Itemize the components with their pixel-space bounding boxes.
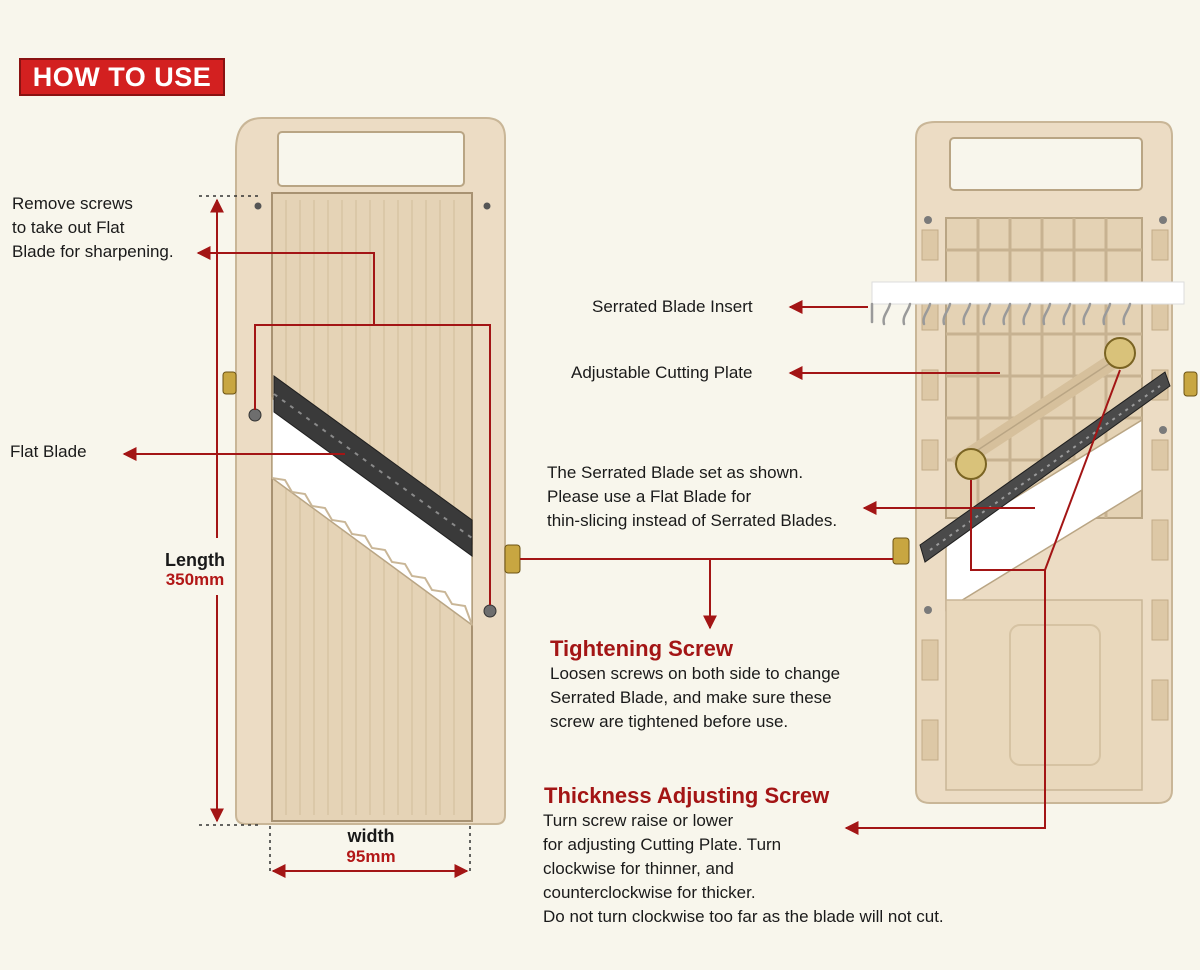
left-side-knob bbox=[222, 371, 237, 395]
right-screw-2 bbox=[1159, 216, 1167, 224]
left-tightening-knob bbox=[504, 544, 521, 574]
serrated-blade-note: The Serrated Blade set as shown. Please … bbox=[547, 461, 837, 533]
thickness-screw-text: Turn screw raise or lower for adjusting … bbox=[543, 809, 944, 929]
left-serrated-edge bbox=[271, 477, 473, 626]
serrated-note-line-3: thin-slicing instead of Serrated Blades. bbox=[547, 511, 838, 530]
width-value: 95mm bbox=[346, 847, 396, 866]
width-label: width bbox=[347, 826, 395, 846]
left-top-screw-1 bbox=[254, 202, 262, 210]
length-value: 350mm bbox=[165, 570, 225, 589]
tightening-screw-text: Loosen screws on both side to change Ser… bbox=[550, 662, 840, 734]
right-screw-1 bbox=[924, 216, 932, 224]
right-tightening-knob bbox=[892, 537, 910, 565]
right-screw-4 bbox=[924, 606, 932, 614]
left-top-screw-2 bbox=[483, 202, 491, 210]
pointer-lines bbox=[122, 246, 1121, 835]
thickness-line-3: clockwise for thinner, and bbox=[543, 859, 734, 878]
how-to-use-badge: HOW TO USE bbox=[19, 58, 225, 96]
serrated-blade-insert-label: Serrated Blade Insert bbox=[592, 297, 753, 316]
right-blade-window bbox=[945, 418, 1143, 612]
tightening-line-3: screw are tightened before use. bbox=[550, 712, 789, 731]
tightening-screw-heading: Tightening Screw bbox=[550, 636, 733, 661]
right-screw-3 bbox=[1159, 426, 1167, 434]
thickness-line-4: counterclockwise for thicker. bbox=[543, 883, 756, 902]
thickness-line-5: Do not turn clockwise too far as the bla… bbox=[543, 907, 944, 926]
thickness-screw-heading: Thickness Adjusting Screw bbox=[544, 783, 830, 808]
right-serrated-blade bbox=[919, 371, 1171, 563]
remove-screws-line-3: Blade for sharpening. bbox=[12, 242, 174, 261]
remove-screws-line-1: Remove screws bbox=[12, 194, 133, 213]
right-slicer bbox=[870, 121, 1198, 804]
remove-screws-line-2: to take out Flat bbox=[12, 218, 125, 237]
thickness-line-1: Turn screw raise or lower bbox=[543, 811, 734, 830]
remove-screws-label: Remove screws to take out Flat Blade for… bbox=[12, 192, 174, 264]
tightening-line-1: Loosen screws on both side to change bbox=[550, 664, 841, 683]
right-handle-hole bbox=[949, 137, 1143, 191]
left-blade-screw-1 bbox=[248, 408, 262, 422]
left-handle-hole bbox=[277, 131, 465, 187]
flat-blade-label: Flat Blade bbox=[10, 442, 87, 461]
right-thickness-knob-2 bbox=[1104, 337, 1136, 369]
right-thickness-knob-1 bbox=[955, 448, 987, 480]
adjustable-cutting-plate-label: Adjustable Cutting Plate bbox=[571, 363, 753, 382]
serrated-blade-insert bbox=[870, 281, 1185, 326]
length-label: Length bbox=[165, 550, 225, 570]
right-side-knob bbox=[1183, 371, 1198, 397]
left-blade-screw-2 bbox=[483, 604, 497, 618]
tightening-line-2: Serrated Blade, and make sure these bbox=[550, 688, 832, 707]
serrated-note-line-2: Please use a Flat Blade for bbox=[547, 487, 752, 506]
serrated-note-line-1: The Serrated Blade set as shown. bbox=[547, 463, 804, 482]
dimension-lines bbox=[199, 195, 471, 878]
left-slicer bbox=[222, 117, 521, 825]
thickness-line-2: for adjusting Cutting Plate. Turn bbox=[543, 835, 782, 854]
